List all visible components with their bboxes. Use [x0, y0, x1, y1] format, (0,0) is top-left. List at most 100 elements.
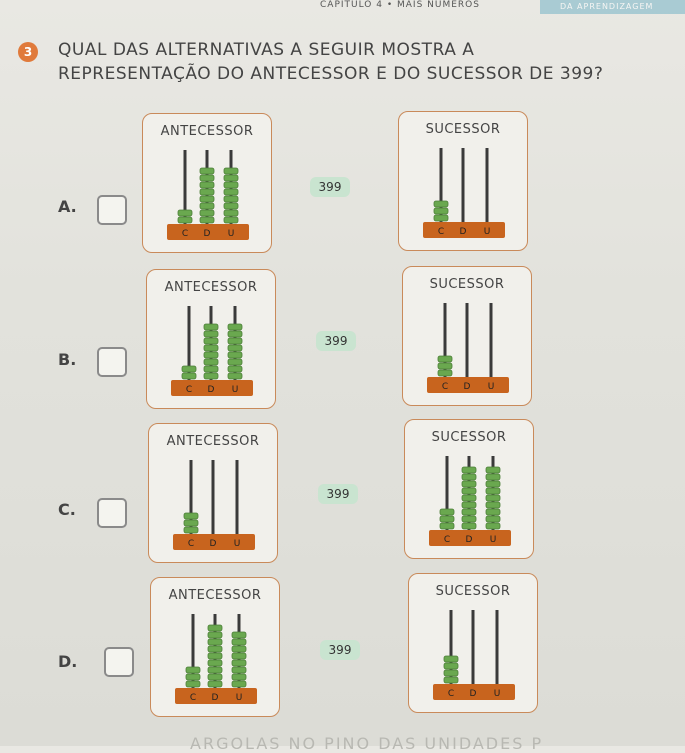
abacus-base — [433, 684, 515, 700]
option-a-letter: A. — [58, 197, 77, 216]
abacus-bead — [461, 501, 477, 509]
abacus-bead — [207, 680, 223, 688]
abacus-bead — [227, 365, 243, 373]
abacus-base — [173, 534, 255, 550]
antecessor-title: ANTECESSOR — [166, 434, 260, 449]
abacus-bead — [199, 216, 215, 224]
option-b-checkbox[interactable] — [97, 347, 127, 377]
option-b-letter: B. — [58, 350, 77, 369]
abacus-bead — [203, 351, 219, 359]
abacus-bead — [433, 214, 449, 222]
option-d-checkbox[interactable] — [104, 647, 134, 677]
abacus-base — [427, 377, 509, 393]
abacus-bead — [183, 512, 199, 520]
abacus-bead — [461, 480, 477, 488]
abacus-bead — [177, 209, 193, 217]
abacus-bead — [461, 466, 477, 474]
header-chip: DA APRENDIZAGEM — [540, 0, 685, 14]
sucessor-title: SUCESSOR — [429, 277, 505, 292]
option-c-checkbox[interactable] — [97, 498, 127, 528]
abacus-bead — [199, 167, 215, 175]
abacus-place-label: U — [228, 229, 235, 239]
number-pill: 399 — [316, 331, 356, 351]
abacus-bead — [461, 487, 477, 495]
abacus-bead — [443, 655, 459, 663]
abacus-bead — [223, 167, 239, 175]
abacus-bead — [207, 631, 223, 639]
antecessor-title: ANTECESSOR — [168, 588, 262, 603]
abacus-bead — [223, 216, 239, 224]
abacus-bead — [203, 323, 219, 331]
abacus-bead — [461, 473, 477, 481]
abacus-bead — [227, 358, 243, 366]
abacus-bead — [207, 645, 223, 653]
abacus-bead — [227, 337, 243, 345]
abacus-place-label: D — [208, 385, 215, 395]
option-a-checkbox[interactable] — [97, 195, 127, 225]
abacus-bead — [227, 323, 243, 331]
abacus-bead — [443, 669, 459, 677]
abacus-bead — [203, 337, 219, 345]
abacus-bead — [231, 680, 247, 688]
abacus-bead — [231, 673, 247, 681]
abacus-bead — [207, 659, 223, 667]
abacus-bead — [223, 174, 239, 182]
number-pill: 399 — [310, 177, 350, 197]
option-d-antecessor-card: ANTECESSOR C D U — [150, 577, 280, 717]
abacus-place-label: D — [466, 535, 473, 545]
abacus-place-label: D — [204, 229, 211, 239]
abacus-bead — [437, 362, 453, 370]
abacus-place-label: D — [210, 539, 217, 549]
abacus-bead — [199, 174, 215, 182]
question-line-1: QUAL DAS ALTERNATIVAS A SEGUIR MOSTRA A — [58, 40, 475, 60]
chapter-header: CAPÍTULO 4 • MAIS NÚMEROS — [320, 0, 480, 10]
abacus-bead — [181, 365, 197, 373]
abacus-place-label: D — [212, 693, 219, 703]
abacus-bead — [443, 662, 459, 670]
abacus-bead — [181, 372, 197, 380]
abacus-bead — [203, 365, 219, 373]
abacus-bead — [223, 209, 239, 217]
abacus-bead — [203, 330, 219, 338]
abacus-place-label: C — [448, 689, 454, 699]
abacus-bead — [231, 638, 247, 646]
question-number: 3 — [18, 42, 38, 62]
abacus-bead — [183, 526, 199, 534]
abacus-bead — [433, 200, 449, 208]
abacus-bead — [231, 631, 247, 639]
abacus-place-label: U — [236, 693, 243, 703]
antecessor-title: ANTECESSOR — [160, 124, 254, 139]
option-c-letter: C. — [58, 500, 76, 519]
abacus-bead — [437, 355, 453, 363]
number-pill: 399 — [318, 484, 358, 504]
abacus-bead — [439, 515, 455, 523]
abacus-bead — [223, 181, 239, 189]
abacus-place-label: C — [442, 382, 448, 392]
option-d-letter: D. — [58, 652, 78, 671]
abacus-place-label: U — [490, 535, 497, 545]
abacus-bead — [443, 676, 459, 684]
abacus-place-label: C — [444, 535, 450, 545]
abacus-bead — [199, 188, 215, 196]
abacus-bead — [231, 666, 247, 674]
abacus-bead — [177, 216, 193, 224]
abacus-place-label: D — [460, 227, 467, 237]
abacus-base — [429, 530, 511, 546]
abacus-place-label: C — [190, 693, 196, 703]
abacus-bead — [223, 202, 239, 210]
abacus-bead — [485, 466, 501, 474]
abacus-base — [171, 380, 253, 396]
abacus-place-label: C — [438, 227, 444, 237]
abacus-bead — [485, 480, 501, 488]
number-pill: 399 — [320, 640, 360, 660]
